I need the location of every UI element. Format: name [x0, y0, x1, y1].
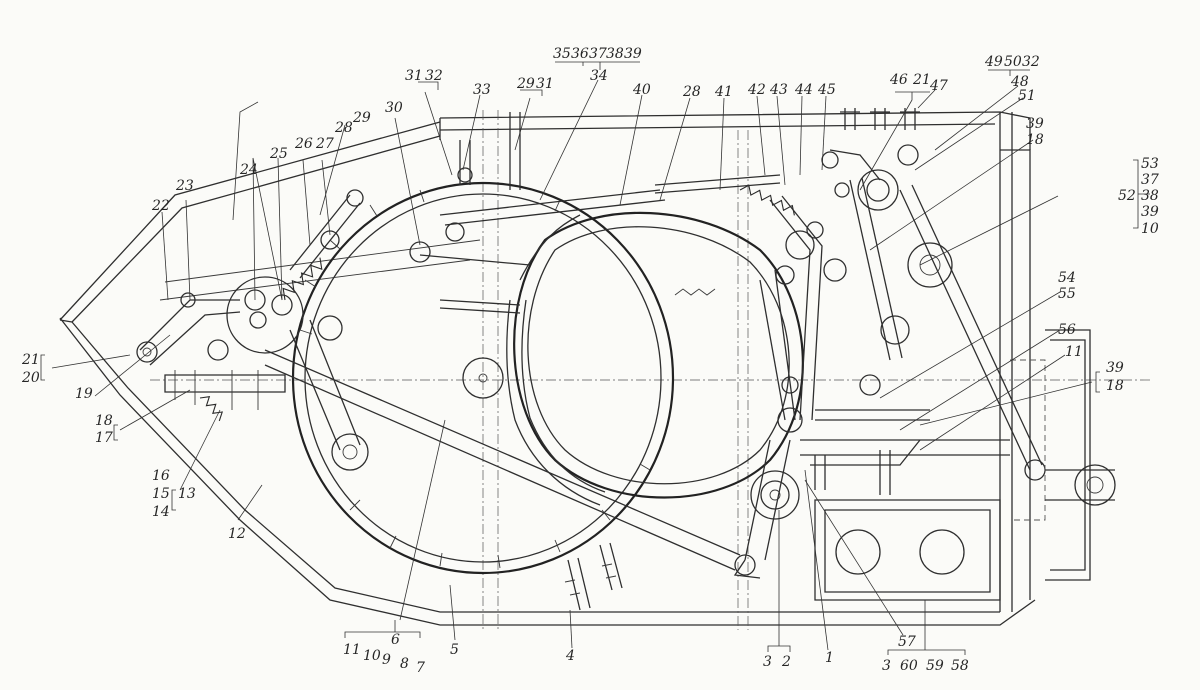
callout-41: 41: [714, 84, 733, 100]
callout-31: 31: [536, 76, 554, 92]
callout-17: 17: [95, 430, 113, 446]
callout-50: 50: [1004, 54, 1022, 70]
callout-48: 48: [1010, 74, 1029, 90]
callout-8: 8: [400, 656, 409, 672]
callout-40: 40: [632, 82, 651, 98]
callout-39: 39: [1026, 116, 1044, 132]
callout-58: 58: [951, 658, 969, 674]
callout-47: 47: [929, 78, 948, 94]
callout-56: 56: [1058, 322, 1076, 338]
callout-7: 7: [416, 660, 425, 676]
callout-29: 29: [352, 110, 371, 126]
callout-25: 25: [269, 146, 288, 162]
callout-20: 20: [21, 370, 40, 386]
callout-44: 44: [794, 82, 813, 98]
callout-10: 10: [363, 648, 381, 664]
callout-12: 12: [228, 526, 246, 542]
callout-39: 39: [1141, 204, 1159, 220]
callout-9: 9: [382, 652, 391, 668]
lower-diagonal-link: [264, 349, 756, 576]
callout-2: 2: [781, 654, 791, 670]
callout-26: 26: [294, 136, 313, 152]
callout-18: 18: [95, 413, 113, 429]
callout-55: 55: [1058, 286, 1076, 302]
callout-24: 24: [239, 162, 258, 178]
callout-59: 59: [926, 658, 944, 674]
callout-18: 18: [1106, 378, 1124, 394]
callout-11: 11: [343, 642, 361, 658]
callout-38: 38: [606, 46, 624, 62]
top-bolts: [840, 108, 920, 130]
callout-1: 1: [825, 650, 834, 666]
callout-19: 19: [75, 386, 93, 402]
callout-28: 28: [334, 120, 353, 136]
callout-32: 32: [425, 68, 443, 84]
callout-30: 30: [385, 100, 403, 116]
callout-3: 3: [763, 654, 772, 670]
right-lever-system: [733, 144, 1046, 579]
callout-21: 21: [21, 352, 40, 368]
upper-left-arm: [289, 189, 364, 279]
callout-39: 39: [1106, 360, 1124, 376]
leader-lines: [40, 61, 1150, 655]
callout-3: 3: [882, 658, 891, 674]
callout-6: 6: [391, 632, 400, 648]
callout-23: 23: [175, 178, 194, 194]
callout-18: 18: [1026, 132, 1044, 148]
frame-outline: [59, 111, 1036, 626]
callout-21: 21: [912, 72, 931, 88]
drum-bottom-bolts: [564, 542, 623, 611]
callout-60: 60: [900, 658, 918, 674]
left-lever-assembly: [136, 276, 369, 471]
callout-33: 33: [473, 82, 491, 98]
callout-27: 27: [315, 136, 334, 152]
callout-4: 4: [565, 648, 575, 664]
callout-11: 11: [1065, 344, 1083, 360]
callout-57: 57: [898, 634, 916, 650]
callout-54: 54: [1058, 270, 1076, 286]
callout-39: 39: [624, 46, 642, 62]
callout-34: 34: [590, 68, 608, 84]
callout-28: 28: [682, 84, 701, 100]
callout-52: 52: [1118, 188, 1136, 204]
callout-53: 53: [1141, 156, 1159, 172]
large-drum: [291, 181, 675, 575]
callout-5: 5: [450, 642, 459, 658]
callout-10: 10: [1141, 221, 1159, 237]
right-lower-housing: [800, 329, 1116, 601]
callout-37: 37: [589, 46, 607, 62]
callout-49: 49: [984, 54, 1003, 70]
callout-29: 29: [516, 76, 535, 92]
callout-16: 16: [152, 468, 170, 484]
top-springs: [409, 112, 795, 314]
callout-37: 37: [1141, 172, 1159, 188]
callout-36: 36: [571, 46, 589, 62]
callout-38: 38: [1141, 188, 1159, 204]
callout-46: 46: [889, 72, 908, 88]
callout-22: 22: [151, 198, 170, 214]
callout-35: 35: [553, 46, 571, 62]
callout-51: 51: [1018, 88, 1036, 104]
callout-13: 13: [178, 486, 196, 502]
callout-43: 43: [769, 82, 788, 98]
left-springs: [199, 257, 323, 422]
inner-drum: [506, 211, 804, 506]
callout-42: 42: [747, 82, 766, 98]
callout-31: 31: [405, 68, 423, 84]
callout-14: 14: [152, 504, 170, 520]
callout-45: 45: [817, 82, 836, 98]
callout-labels: 35 36 37 38 39 34 31 32 33 29 31 40 28 4…: [21, 46, 1159, 676]
callout-32: 32: [1022, 54, 1040, 70]
callout-15: 15: [152, 486, 170, 502]
